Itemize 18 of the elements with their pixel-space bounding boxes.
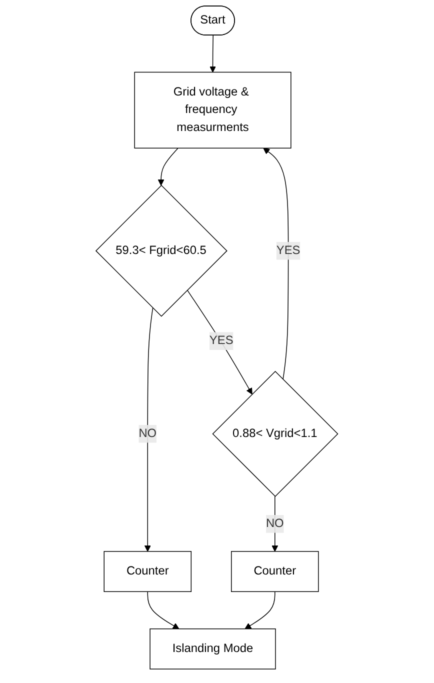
node-diamond: 0.88< Vgrid<1.1 xyxy=(212,370,338,497)
arrow xyxy=(272,496,278,552)
arrow xyxy=(147,591,180,630)
arrow xyxy=(263,148,289,380)
arrow xyxy=(210,34,216,72)
node-box: Counter xyxy=(231,551,319,592)
edge-label: YES xyxy=(276,244,300,257)
node-box: Grid voltage & frequency measurments xyxy=(134,72,292,149)
edge-label: YES xyxy=(210,334,234,348)
node-box: Counter xyxy=(104,551,192,592)
edge-label: NO xyxy=(138,427,157,440)
arrow xyxy=(158,148,179,186)
arrow xyxy=(244,591,276,630)
edge-label: NO xyxy=(266,517,284,530)
node-diamond: 59.3< Fgrid<60.5 xyxy=(96,184,228,317)
node-box: Islanding Mode xyxy=(150,628,276,670)
arrow xyxy=(144,308,154,552)
arrow xyxy=(187,290,253,394)
